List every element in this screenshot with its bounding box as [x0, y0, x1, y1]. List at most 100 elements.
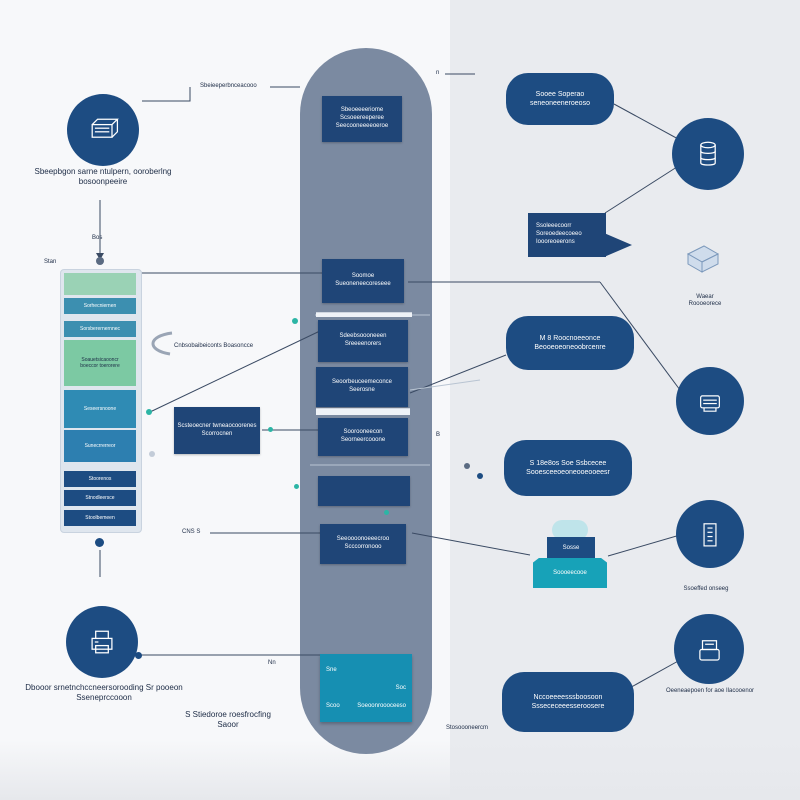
right-callout-line1: Ssoleeecoorr	[536, 223, 572, 230]
connector-top-left	[142, 87, 191, 102]
callout-pointer	[604, 233, 632, 257]
center-card-5-line1: Soorooneecon	[343, 429, 383, 436]
right-pill-2-line2: Beooeoeoneoobrcenre	[534, 344, 606, 351]
center-card-4-line1: Seoorbeuceemeconce	[331, 379, 393, 386]
printer-icon	[66, 606, 138, 678]
teal-row-1: Sne	[326, 667, 337, 673]
grey-dot	[149, 451, 155, 457]
left-mid-card: Scsteoecner twneaocoorenes Scorrocnen	[174, 407, 260, 454]
right-pill-4-line2: Sssececeeesseroosere	[531, 703, 605, 710]
building-icon	[676, 500, 744, 568]
right-pill-4: Nccoeeeesssboosoon Sssececeeesseroosere	[502, 672, 634, 732]
teal-dot-5	[294, 484, 299, 489]
box-top: Sosse	[547, 537, 595, 559]
center-top-card-line1: Sbeoeeeeriome	[340, 107, 384, 114]
center-card-4-line2: Seerosne	[349, 387, 375, 393]
swoosh-label: Cnbsobaibeiconts Boasoncce	[174, 343, 254, 349]
bottom-note: Stosoooneercm	[446, 725, 489, 731]
stack-row-green-top	[64, 273, 136, 295]
right-pill-1-line2: seneoneeneroeoso	[530, 100, 590, 107]
teal-dot-1	[292, 318, 298, 324]
dot-right-2	[477, 473, 483, 479]
right-pill-2-line1: M 8 Roocnoeeonce	[539, 334, 601, 342]
top-pointer-label: Sbeieeperbnceacooo	[200, 83, 257, 89]
isometric-caption: Waear Roooeorece	[670, 294, 740, 308]
center-card-4: Seoorbeuceemeconce Seerosne	[316, 367, 408, 407]
teal-dot-4	[384, 510, 389, 515]
storage-caption: Oeeneaepoen for aoe Ilacooenor	[665, 688, 755, 694]
stack-row-1: Sorhecniernen	[64, 298, 136, 314]
swoosh-arc	[151, 331, 173, 356]
right-callout-line2: Soreoedeecoeeo	[536, 231, 582, 238]
stack-row-4: Seseersnoone	[64, 390, 136, 428]
center-card-blank	[318, 476, 410, 506]
right-callout-line3: Ioooreoeerons	[536, 238, 575, 245]
bottom-caption-2-line1: S Stiedoroe roesfrocfing	[185, 710, 271, 719]
center-top-card-line3: Seecooneeeeoeroe	[335, 122, 389, 129]
right-pill-3-line2: Sooesceeoeoneooeooeesr	[526, 469, 610, 476]
center-card-3-line2: Sreeeenorers	[344, 341, 382, 347]
dot-label: Nn	[268, 660, 276, 666]
top-left-caption-line2: bosoonpeeire	[78, 176, 128, 186]
right-pill-2: M 8 Roocnoeeonce Beooeoeoneoobrcenre	[506, 316, 634, 370]
center-card-2-line2: Sueoneneecoreseee	[335, 281, 391, 287]
box-cap	[552, 520, 588, 540]
printer-connector-dot	[135, 652, 142, 659]
isometric-cube-icon	[680, 240, 724, 276]
bottom-left-caption: Dbooor srnetnchccneersorooding Sr pooeon…	[14, 683, 194, 702]
right-top-label: n	[436, 70, 440, 76]
right-pill-1: Sooee Soperao seneoneeneroeoso	[506, 73, 614, 125]
pointer-small-label: Bos	[92, 235, 103, 241]
left-mid-card-line1: Scsteoecner twneaocoorenes	[177, 422, 257, 429]
stack-header-tag: Stan	[44, 259, 57, 265]
printer-tray-icon	[676, 367, 744, 435]
stack-row-8: Stoolbemeen	[64, 510, 136, 526]
center-card-6: Seeoooonoeeecroo Scccorronooo	[320, 524, 406, 564]
left-mid-card-line2: Scorrocnen	[201, 430, 233, 437]
bottom-left-caption-line1: Dbooor srnetnchccneersorooding Sr pooeon	[25, 683, 183, 692]
bottom-left-caption-line2: Sseneprccooon	[76, 692, 132, 702]
bottom-fade	[0, 740, 800, 800]
isometric-caption-line2: Roooeorece	[688, 301, 722, 308]
stack-bottom-knob	[95, 538, 104, 547]
right-callout: Ssoleeecoorr Soreoedeecoeeo Ioooreoeeron…	[528, 213, 606, 257]
isometric-caption-line1: Waear	[696, 294, 714, 300]
top-left-caption: Sbeepbgon sarne ntulpern, ooroberlng bos…	[28, 167, 178, 186]
center-card-6-line1: Seeoooonoeeecroo	[336, 536, 390, 543]
center-card-2-line1: Soomoe	[351, 273, 375, 280]
center-card-3-line1: Sdeebsoooneeen	[339, 333, 387, 340]
right-pill-3: S 18e8os Soe Ssbcecee Sooesceeoeoneooeoo…	[504, 440, 632, 496]
center-card-6-line2: Scccorronooo	[344, 544, 382, 550]
center-divider-2	[316, 408, 410, 415]
box-base: Soooeecooe	[533, 558, 607, 588]
building-caption: Ssoeffed onseeg	[683, 586, 729, 592]
center-top-card: Sbeoeeeeriome Scsoeereeperee Seecooneeee…	[322, 96, 402, 142]
storage-box-icon	[674, 614, 744, 684]
layer-stack: Sorhecniernen Sorsberernernnec Soauetsic…	[60, 269, 142, 533]
teal-dot-2	[146, 409, 152, 415]
stack-row-7: Stnodleersce	[64, 490, 136, 506]
stack-row-6: Stoorenos	[64, 471, 136, 487]
bottom-caption-2: S Stiedoroe roesfrocfing Saoor	[178, 710, 278, 729]
server-stack-icon	[67, 94, 139, 166]
stack-top-knob	[96, 257, 104, 265]
center-card-3: Sdeebsoooneeen Sreeeenorers	[318, 320, 408, 362]
dot-right-1	[464, 463, 470, 469]
center-card-2: Soomoe Sueoneneecoreseee	[322, 259, 404, 303]
bottom-caption-2-line2: Saoor	[217, 719, 239, 729]
small-b-label: B	[436, 432, 441, 438]
right-pill-1-line1: Sooee Soperao	[535, 90, 585, 98]
arrow-head	[96, 253, 104, 260]
cns-label: CNS S	[182, 529, 201, 535]
stack-row-5: Sunecrrerreor	[64, 430, 136, 462]
right-pill-3-line1: S 18e8os Soe Ssbcecee	[529, 459, 607, 467]
center-divider-1	[316, 312, 412, 317]
teal-row-2: Soc	[395, 685, 406, 691]
center-card-5-line2: Seorneercooone	[340, 437, 386, 443]
teal-dot-3	[268, 427, 273, 432]
stack-row-2: Sorsberernernnec	[64, 321, 136, 337]
